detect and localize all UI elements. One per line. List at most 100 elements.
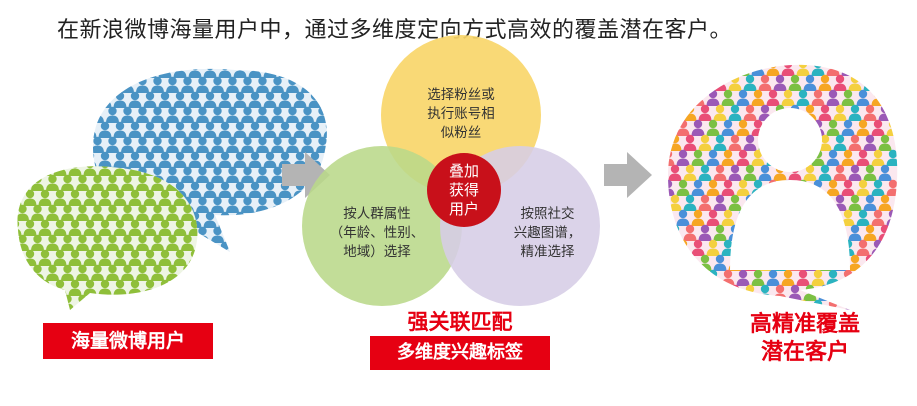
mass-users-label: 海量微博用户 bbox=[43, 323, 213, 359]
person-icon bbox=[17, 264, 29, 281]
person-icon bbox=[683, 74, 697, 91]
person-icon bbox=[17, 249, 22, 266]
person-icon bbox=[668, 119, 675, 136]
person-icon bbox=[17, 174, 29, 191]
crowd-bubble-green bbox=[17, 166, 198, 310]
person-icon bbox=[863, 74, 877, 91]
person-icon bbox=[308, 68, 322, 78]
person-icon bbox=[92, 91, 97, 108]
person-icon bbox=[151, 294, 164, 310]
person-icon bbox=[263, 211, 277, 228]
person-icon bbox=[676, 64, 690, 76]
person-icon bbox=[713, 284, 727, 301]
person-icon bbox=[166, 294, 179, 310]
person-icon bbox=[826, 64, 840, 76]
person-icon bbox=[878, 284, 892, 301]
person-icon bbox=[721, 64, 735, 76]
person-icon bbox=[233, 241, 247, 252]
person-icon bbox=[92, 68, 97, 78]
person-icon bbox=[856, 64, 870, 76]
person-icon bbox=[691, 299, 705, 310]
person-icon bbox=[248, 211, 262, 228]
person-icon bbox=[46, 294, 59, 310]
person-icon bbox=[668, 254, 682, 271]
person-icon bbox=[818, 284, 832, 301]
circle-center-text: 叠加 获得 用户 bbox=[448, 162, 479, 218]
person-icon bbox=[676, 89, 690, 106]
arrow-right-icon bbox=[282, 152, 330, 198]
person-icon bbox=[323, 68, 327, 78]
person-icon bbox=[668, 239, 675, 256]
person-icon bbox=[23, 166, 37, 176]
person-icon bbox=[316, 76, 327, 93]
person-icon bbox=[263, 241, 277, 252]
person-icon bbox=[181, 294, 194, 310]
person-icon bbox=[668, 74, 682, 91]
person-icon bbox=[203, 241, 217, 252]
interest-tags-label: 多维度兴趣标签 bbox=[370, 336, 550, 370]
person-icon bbox=[691, 64, 705, 76]
person-icon bbox=[676, 299, 690, 310]
person-icon bbox=[668, 64, 675, 76]
strong-match-caption: 强关联匹配 bbox=[407, 310, 513, 334]
circle-left-text: 按人群属性 （年龄、性别、 地域）选择 bbox=[329, 206, 425, 260]
person-icon bbox=[286, 226, 299, 243]
person-icon bbox=[683, 254, 697, 271]
person-icon bbox=[226, 226, 239, 243]
person-icon bbox=[871, 64, 885, 76]
target-audience-bubble bbox=[668, 64, 898, 310]
person-icon bbox=[668, 89, 675, 106]
circle-top-text: 选择粉丝或 执行账号相 似粉丝 bbox=[427, 87, 495, 141]
person-icon bbox=[691, 89, 705, 106]
person-icon bbox=[323, 91, 327, 108]
person-icon bbox=[17, 294, 29, 310]
person-icon bbox=[121, 294, 134, 310]
person-icon bbox=[256, 226, 269, 243]
person-icon bbox=[886, 299, 898, 310]
person-icon bbox=[676, 269, 690, 286]
precise-coverage-caption: 高精准覆盖 潜在客户 bbox=[749, 312, 860, 365]
person-icon bbox=[31, 294, 44, 310]
circle-demographics bbox=[302, 146, 462, 306]
person-icon bbox=[92, 76, 104, 93]
person-icon bbox=[886, 239, 898, 256]
person-icon bbox=[106, 294, 119, 310]
person-icon bbox=[691, 269, 705, 286]
person-icon bbox=[886, 64, 898, 76]
person-icon bbox=[751, 64, 765, 76]
person-icon bbox=[668, 284, 682, 301]
person-icon bbox=[706, 64, 720, 76]
person-icon bbox=[92, 121, 97, 138]
person-icon bbox=[113, 68, 127, 78]
person-icon bbox=[98, 91, 112, 108]
person-icon bbox=[871, 269, 885, 286]
person-icon bbox=[278, 68, 292, 78]
person-icon bbox=[136, 294, 149, 310]
person-icon bbox=[878, 254, 892, 271]
person-icon bbox=[53, 166, 67, 176]
person-icon bbox=[293, 68, 307, 78]
person-icon bbox=[17, 166, 22, 176]
person-icon bbox=[196, 294, 198, 310]
person-icon bbox=[683, 284, 697, 301]
person-icon bbox=[301, 76, 314, 93]
person-icon bbox=[38, 166, 52, 176]
person-icon bbox=[668, 299, 675, 310]
person-icon bbox=[668, 269, 675, 286]
person-icon bbox=[271, 226, 284, 243]
person-icon bbox=[713, 74, 727, 91]
person-icon bbox=[668, 104, 682, 121]
person-icon bbox=[706, 299, 720, 310]
person-icon bbox=[17, 189, 22, 206]
person-icon bbox=[698, 74, 712, 91]
person-icon bbox=[248, 68, 262, 78]
person-icon bbox=[863, 284, 877, 301]
person-icon bbox=[886, 269, 898, 286]
person-icon bbox=[736, 64, 750, 76]
person-icon bbox=[173, 279, 187, 296]
circle-right-text: 按照社交 兴趣图谱， 精准选择 bbox=[513, 206, 582, 260]
person-icon bbox=[241, 226, 254, 243]
person-icon bbox=[248, 241, 262, 252]
person-icon bbox=[841, 64, 855, 76]
